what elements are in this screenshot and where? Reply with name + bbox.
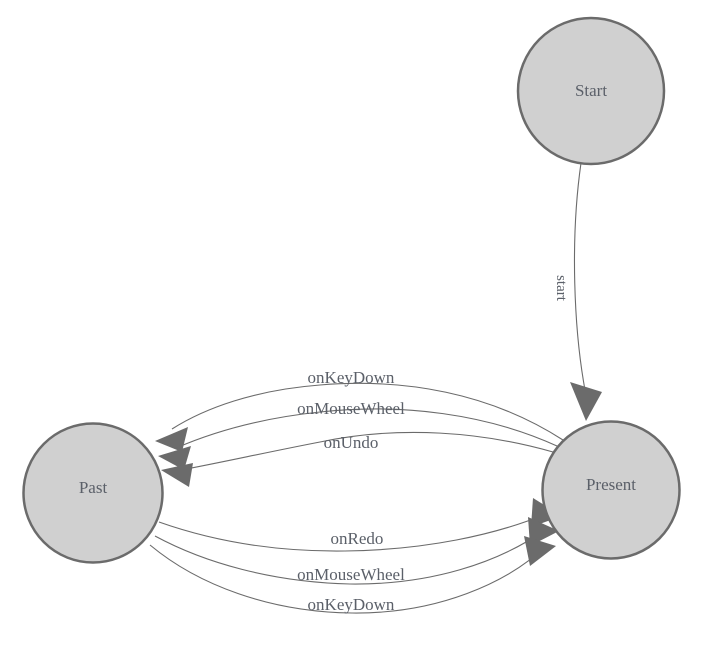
edge-present-to-past-onkeydown[interactable]: onKeyDown xyxy=(155,368,564,452)
edge-label-past-to-present-onkeydown: onKeyDown xyxy=(308,595,395,614)
edge-present-to-past-onmousewheel-path xyxy=(175,408,558,449)
arrowhead-present-to-past-onmousewheel xyxy=(158,446,191,470)
edge-present-to-past-onkeydown-path xyxy=(171,382,564,441)
edge-label-past-to-present-onmousewheel: onMouseWheel xyxy=(297,565,405,584)
node-past-label: Past xyxy=(79,478,108,497)
edge-past-to-present-onredo[interactable]: onRedo xyxy=(158,498,562,552)
arrowhead-present-to-past-onkeydown xyxy=(155,427,188,452)
arrowhead-present-to-past-onundo xyxy=(161,463,193,487)
edge-past-to-present-onmousewheel-path xyxy=(154,529,546,585)
node-present[interactable]: Present xyxy=(541,420,681,560)
edge-past-to-present-onkeydown-path xyxy=(149,544,548,614)
edge-present-to-past-onundo[interactable]: onUndo xyxy=(161,431,554,487)
edge-label-past-to-present-onredo: onRedo xyxy=(331,529,384,548)
node-start-circle xyxy=(516,16,666,166)
arrowhead-start-to-present xyxy=(570,382,602,421)
edge-label-present-to-past-onkeydown: onKeyDown xyxy=(308,368,395,387)
edge-present-to-past-onmousewheel[interactable]: onMouseWheel xyxy=(158,399,558,470)
edge-label-present-to-past-onundo: onUndo xyxy=(324,433,379,452)
node-past-circle xyxy=(22,422,164,564)
edge-start-to-present-path xyxy=(573,162,586,391)
edge-label-start: start xyxy=(553,275,569,302)
edge-past-to-present-onmousewheel[interactable]: onMouseWheel xyxy=(154,517,559,585)
edge-label-present-to-past-onmousewheel: onMouseWheel xyxy=(297,399,405,418)
edge-past-to-present-onredo-path xyxy=(158,513,547,552)
node-start[interactable]: Start xyxy=(516,16,666,166)
node-past[interactable]: Past xyxy=(22,422,164,564)
node-present-label: Present xyxy=(586,475,636,494)
arrowhead-past-to-present-onkeydown xyxy=(524,536,556,566)
edge-present-to-past-onundo-path xyxy=(180,431,554,471)
node-start-label: Start xyxy=(575,81,607,100)
arrowhead-past-to-present-onmousewheel xyxy=(528,517,559,546)
edge-past-to-present-onkeydown[interactable]: onKeyDown xyxy=(149,536,556,614)
edge-start-to-present[interactable]: start xyxy=(553,162,602,421)
node-present-circle xyxy=(541,420,681,560)
